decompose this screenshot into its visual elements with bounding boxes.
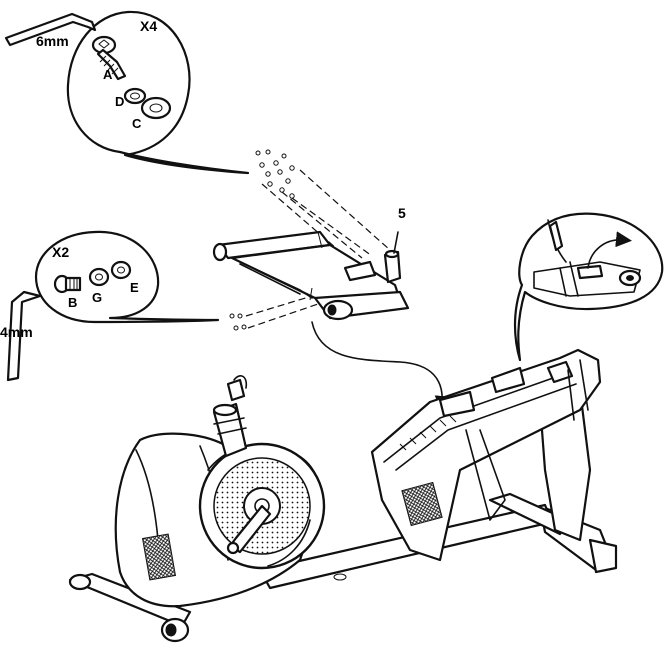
label-part-d: D — [115, 94, 124, 109]
label-part-c: C — [132, 116, 142, 131]
hardware-callout-top: 6mm X4 A D C — [6, 12, 248, 173]
washer-d-icon — [125, 89, 145, 103]
label-part-5: 5 — [398, 205, 406, 221]
washer-e-icon — [112, 262, 130, 278]
label-part-a: A — [103, 67, 113, 82]
exercise-bike-body — [70, 350, 616, 641]
label-part-e: E — [130, 280, 139, 295]
label-4mm: 4mm — [0, 324, 33, 340]
label-part-g: G — [92, 290, 102, 305]
label-qty-x4: X4 — [140, 18, 157, 34]
label-6mm: 6mm — [36, 33, 69, 49]
washer-c-icon — [142, 98, 170, 118]
label-part-b: B — [68, 295, 77, 310]
hardware-callout-left: X2 B G E 4mm — [0, 232, 218, 380]
washer-g-icon — [90, 269, 108, 285]
placement-arrow — [312, 322, 442, 404]
label-qty-x2: X2 — [52, 244, 69, 260]
cable-detail-callout — [515, 214, 662, 360]
seat-frame-part-5: 5 — [214, 205, 408, 319]
bolt-b-icon — [55, 276, 80, 292]
bolt-set-left — [230, 296, 318, 330]
